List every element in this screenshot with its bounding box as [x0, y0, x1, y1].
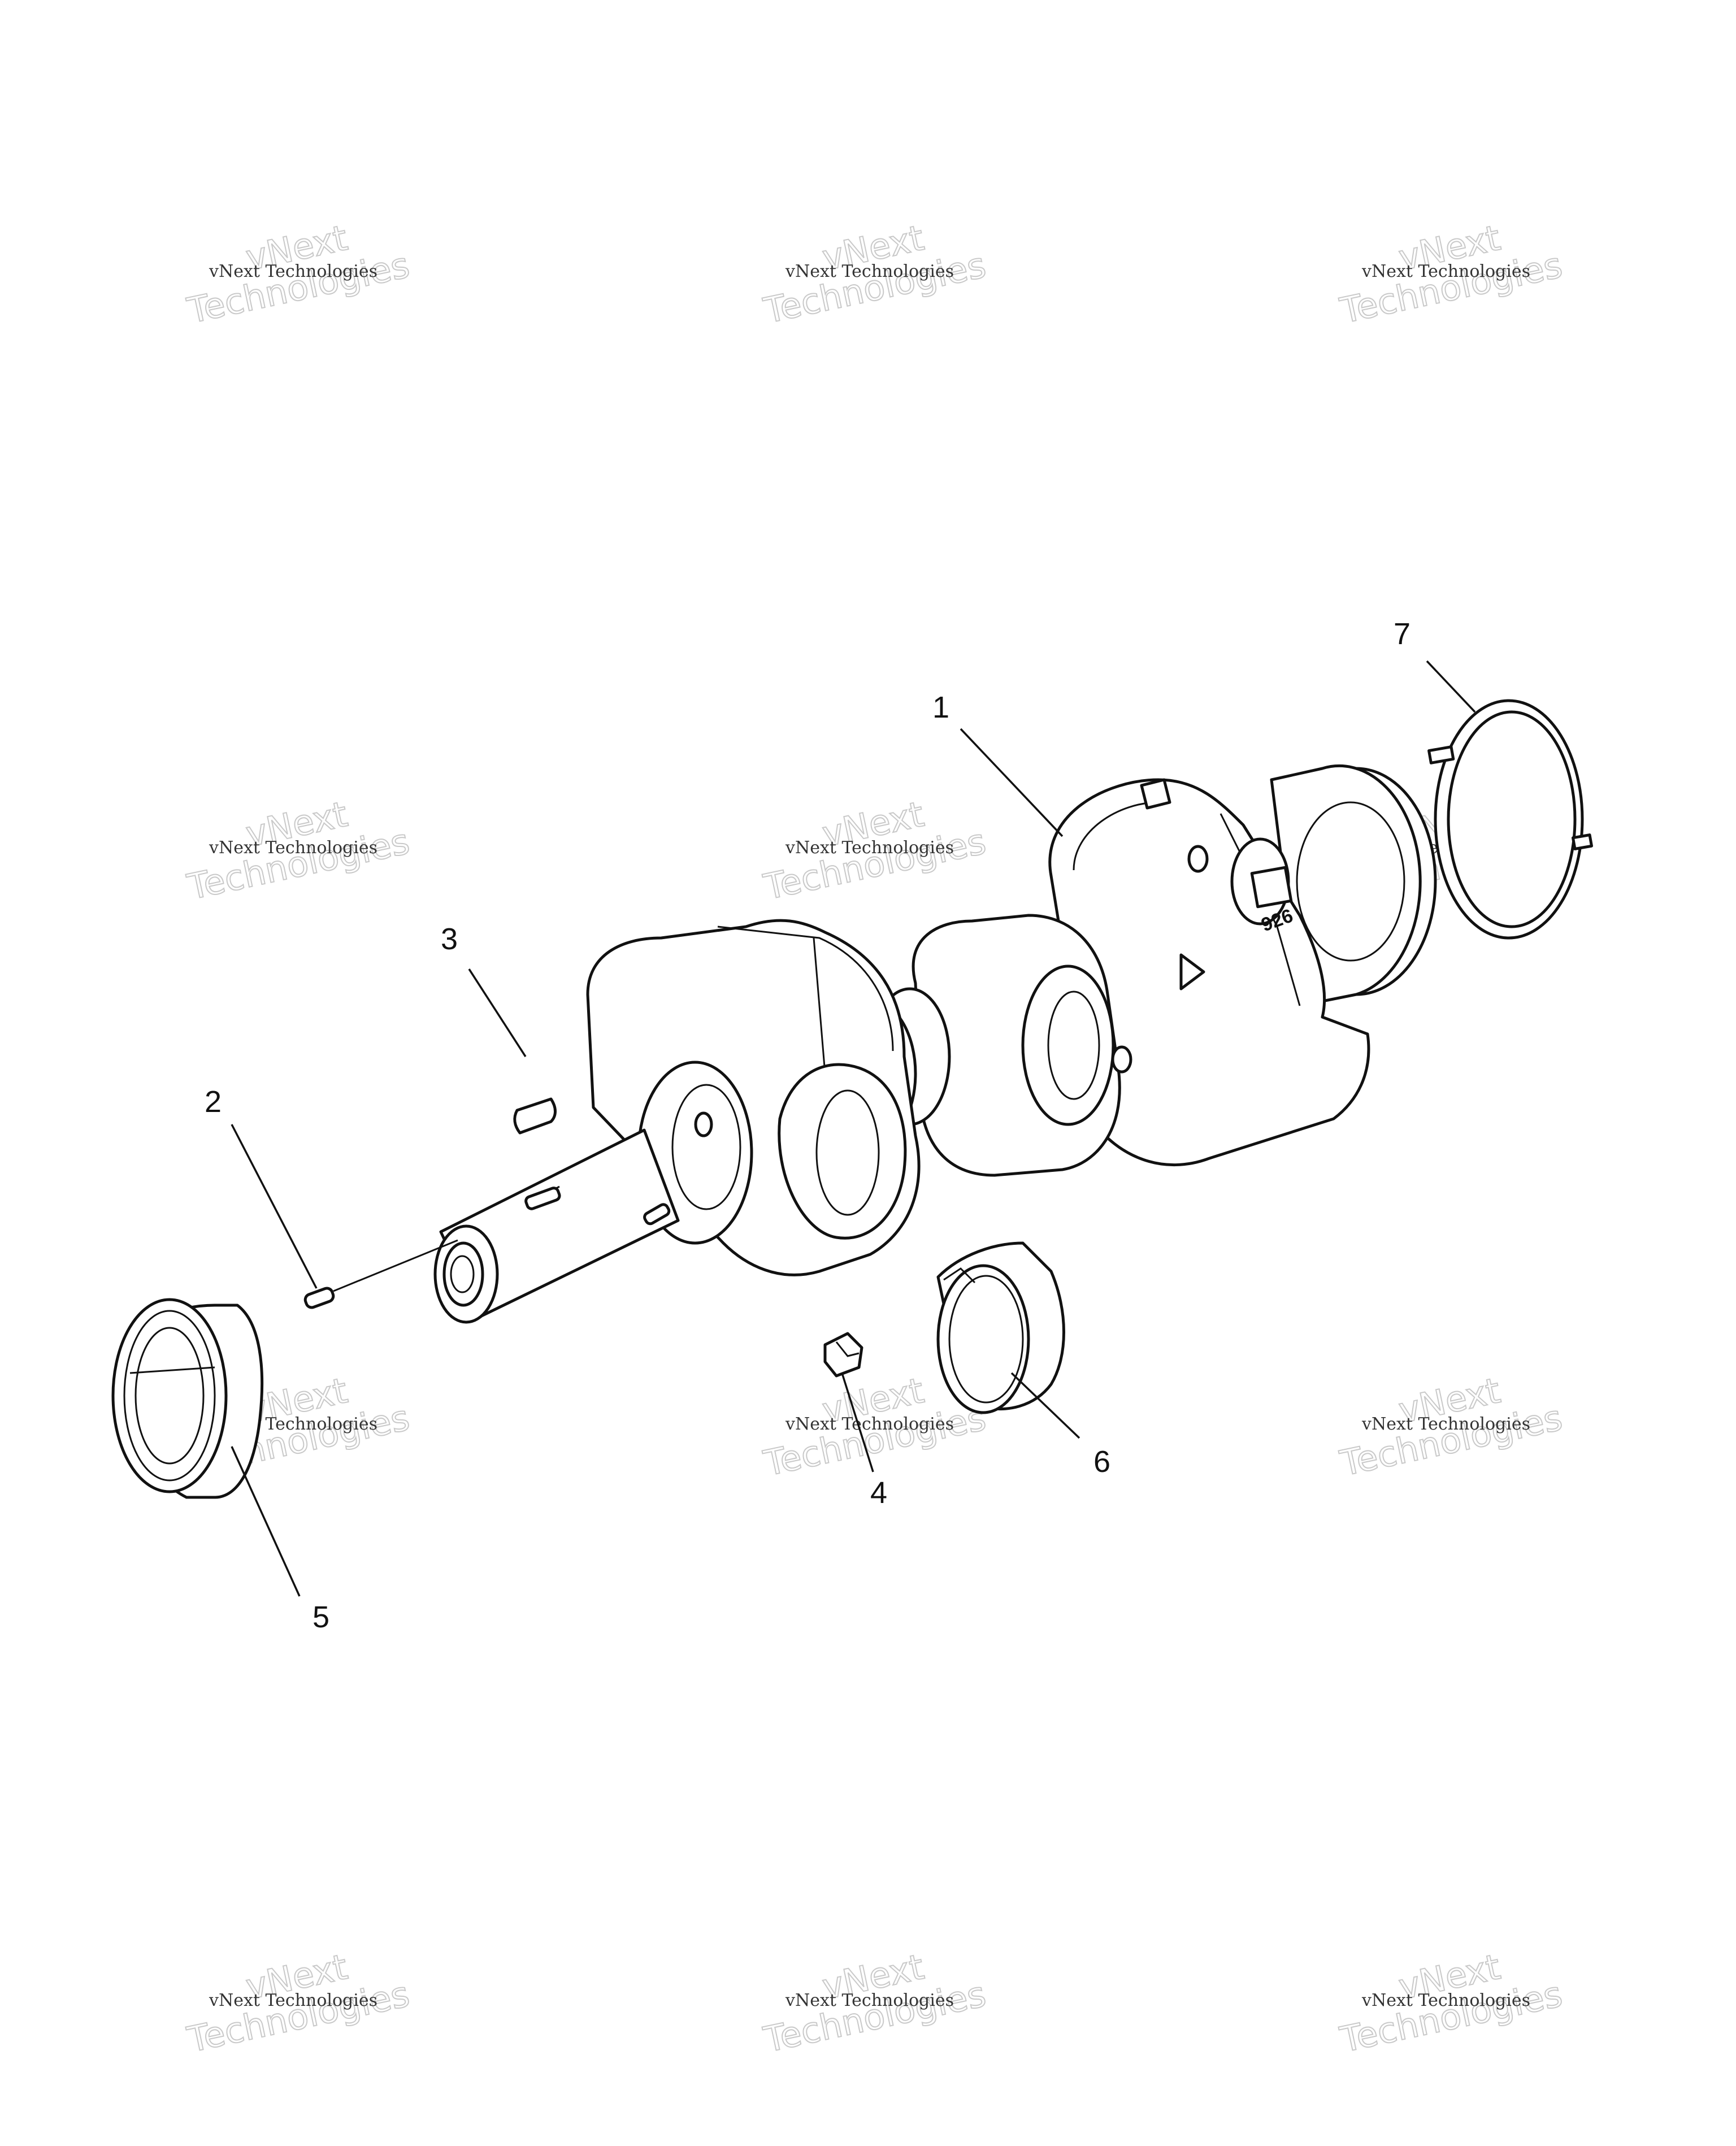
leader-line-3 — [468, 968, 527, 1057]
watermark-text: vNext Technologies — [785, 262, 954, 281]
callout-1[interactable]: 1 — [932, 690, 949, 724]
callout-6[interactable]: 6 — [1093, 1445, 1110, 1479]
callout-4[interactable]: 4 — [870, 1476, 887, 1510]
leader-lines — [231, 660, 1476, 1597]
woodruff-key[interactable] — [513, 1097, 557, 1135]
watermark-text: vNext Technologies — [785, 1414, 954, 1434]
watermark-text: vNext Technologies — [209, 262, 377, 281]
leader-line-1 — [960, 728, 1064, 837]
callouts: 1 2 3 4 5 6 7 — [205, 617, 1410, 1634]
callout-7[interactable]: 7 — [1394, 617, 1410, 651]
leader-line-4 — [841, 1372, 874, 1472]
watermark-text: vNext Technologies — [1361, 1414, 1530, 1434]
callout-3[interactable]: 3 — [441, 922, 458, 956]
watermark-text: vNext Technologies — [209, 1991, 377, 2010]
watermark: Technologies vNext vNext Technologies — [760, 793, 990, 909]
leader-line-5 — [231, 1446, 301, 1597]
watermark: Technologies vNext vNext Technologies — [1336, 1945, 1566, 2061]
watermark-text: vNext Technologies — [1361, 262, 1530, 281]
dowel-pin[interactable] — [303, 1239, 458, 1309]
main-bearing-left[interactable] — [111, 1298, 264, 1499]
callout-2[interactable]: 2 — [205, 1085, 222, 1119]
leader-line-7 — [1426, 660, 1476, 713]
callout-5[interactable]: 5 — [313, 1600, 329, 1634]
leader-line-6 — [1010, 1372, 1080, 1439]
small-insert[interactable] — [823, 1332, 863, 1378]
watermark: Technologies vNext vNext Technologies — [183, 216, 414, 332]
watermark: Technologies vNext vNext Technologies — [1336, 1369, 1566, 1485]
watermark-text: vNext Technologies — [209, 838, 377, 858]
thrust-washer[interactable] — [1427, 699, 1594, 940]
watermark: Technologies vNext vNext Technologies — [183, 793, 414, 909]
watermark-text: vNext Technologies — [785, 1991, 954, 2010]
main-bearing-center[interactable] — [936, 1241, 1065, 1414]
watermark: Technologies vNext vNext Technologies — [1336, 216, 1566, 332]
watermark: Technologies vNext vNext Technologies — [183, 1945, 414, 2061]
leader-line-2 — [231, 1124, 318, 1289]
crankshaft[interactable]: 926 — [433, 764, 1437, 1324]
watermark-text: vNext Technologies — [1361, 1991, 1530, 2010]
watermark: Technologies vNext vNext Technologies — [760, 216, 990, 332]
watermark-text: vNext Technologies — [785, 838, 954, 858]
watermark: Technologies vNext vNext Technologies — [760, 1945, 990, 2061]
